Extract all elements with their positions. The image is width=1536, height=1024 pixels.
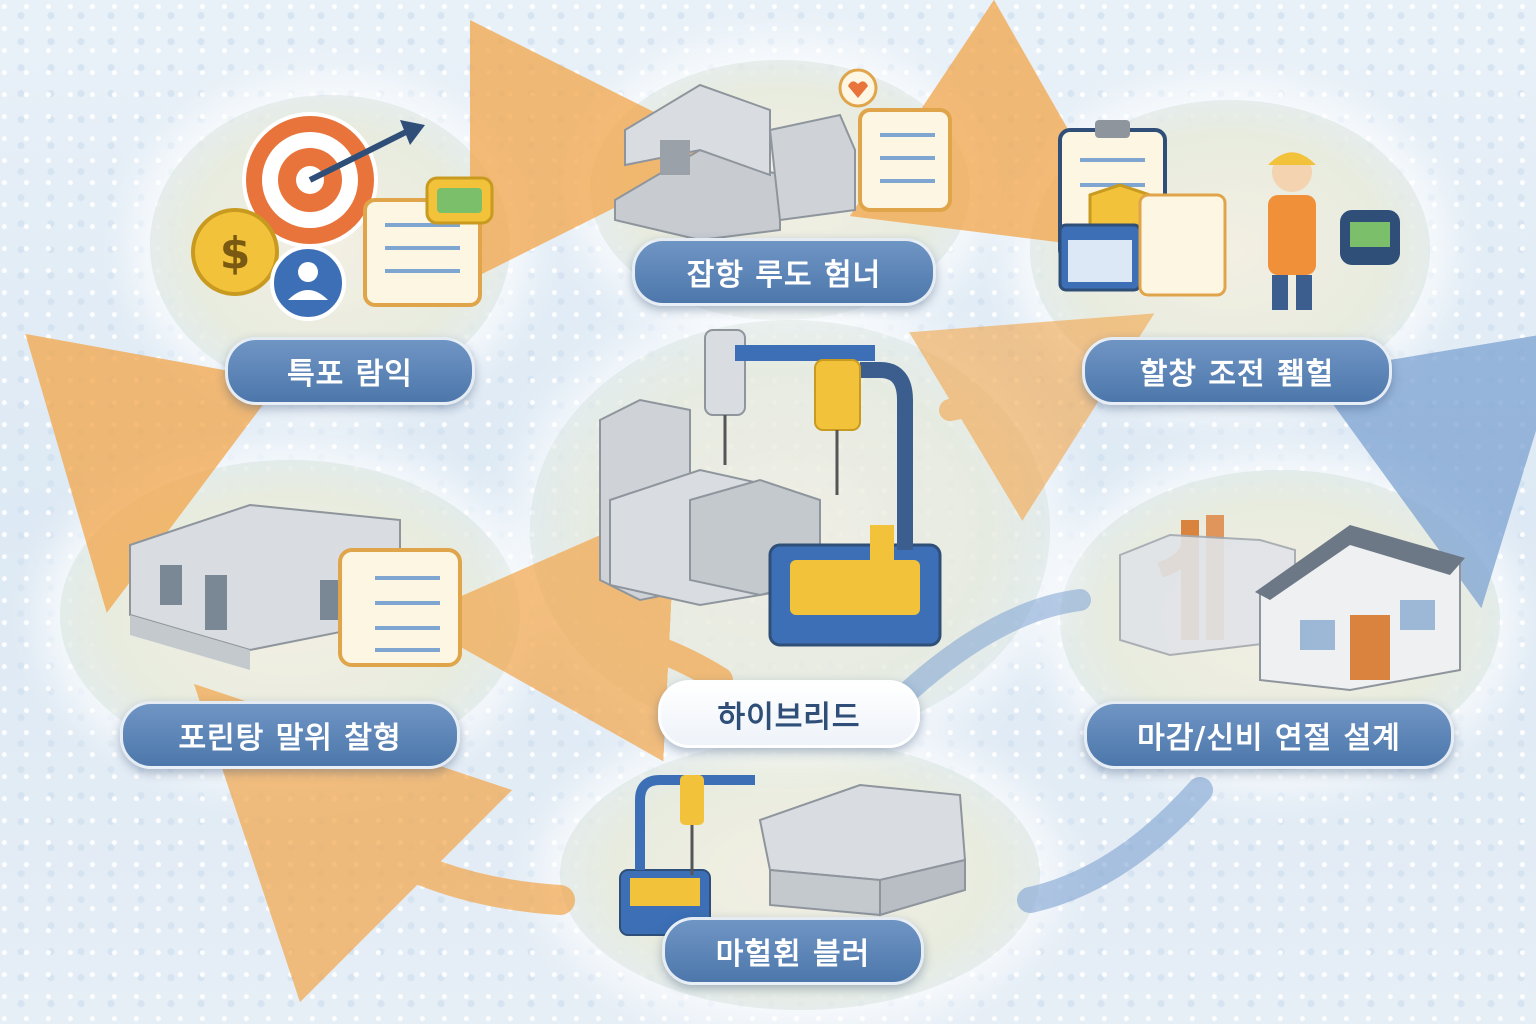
worker-icon <box>1268 152 1316 310</box>
house-icon <box>1255 525 1465 692</box>
arrow-center-to-6 <box>410 501 733 762</box>
arrow-3-to-4 <box>1310 330 1536 609</box>
block-tower-icon <box>599 398 821 607</box>
robot-arm-icon <box>619 775 755 936</box>
svg-text:$: $ <box>220 228 251 279</box>
stage-label-6: 포린탕 말위 찰형 <box>120 701 460 769</box>
arrow-4-to-5 <box>1017 777 1213 913</box>
block-house-icon <box>614 83 856 242</box>
arrow-6-to-1 <box>25 333 282 613</box>
route-icon <box>425 176 494 225</box>
stage-label-2: 잡항 루도 험너 <box>632 238 936 306</box>
block-wall-icon <box>758 783 967 917</box>
checklist-icon <box>858 108 952 212</box>
center-label: 하이브리드 <box>658 680 920 748</box>
team-icon <box>270 245 346 321</box>
document-icon <box>1138 193 1227 297</box>
checklist-icon <box>338 548 462 667</box>
checklist-icon <box>363 198 482 307</box>
stage-label-4: 마감/신비 연절 설계 <box>1084 701 1454 769</box>
block-building-icon <box>129 503 401 670</box>
stage-label-1: 특포 람익 <box>225 337 475 405</box>
arrow-center-to-4 <box>899 589 1091 701</box>
equipment-icon <box>1340 210 1400 265</box>
target-icon <box>242 112 425 248</box>
arrow-1-to-2 <box>469 20 730 281</box>
stage-label-5: 마헐횐 블러 <box>662 917 924 985</box>
stage-label-3: 할창 조전 좸헐 <box>1082 337 1392 405</box>
coin-icon: $ <box>191 208 279 296</box>
heart-icon <box>838 68 878 108</box>
arrow-5-to-6 <box>193 683 575 1003</box>
arrow-center-to-3 <box>909 313 1155 521</box>
robot-arm-icon <box>704 329 942 647</box>
calendar-icon <box>1058 223 1142 292</box>
arrow-2-to-3 <box>849 0 1139 253</box>
